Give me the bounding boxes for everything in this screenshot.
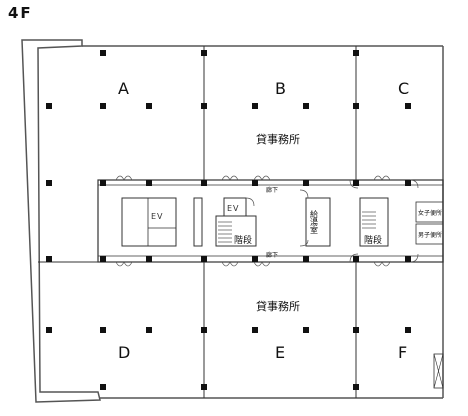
room-f-label: F [398,343,407,362]
doors-top [115,175,419,207]
columns [46,50,411,390]
kitchenette-label: 給湯室 [310,209,319,234]
stairs-left-steps [218,221,232,243]
stairs-right-steps [362,211,376,229]
elevator-label: EV [151,212,164,221]
stairs-right-label: 階段 [364,234,382,246]
elevator-shaft[interactable] [121,197,177,247]
kitchenette[interactable] [305,197,331,247]
mens-restroom-label: 男子便所 [418,231,442,239]
bottom-right-box [433,353,444,389]
corridor-label-top: 廊下 [266,186,278,194]
womens-restroom[interactable] [415,201,444,223]
womens-restroom-label: 女子便所 [418,209,442,217]
room-d-label: D [118,343,130,362]
room-a-label: A [118,79,129,98]
room-c-label: C [398,79,409,98]
small-elevator-label: EV [227,204,240,213]
outer-wall [21,39,101,403]
stairs-right[interactable] [359,197,389,247]
office-label-top: 貸事務所 [256,132,300,146]
office-label-bottom: 貸事務所 [256,299,300,313]
stairs-left-label: 階段 [234,234,252,246]
shaft [193,197,203,247]
doors-bottom [115,239,419,267]
stairs-left[interactable] [215,215,257,247]
floor-label: 4F [8,4,33,22]
corridor-label-bottom: 廊下 [266,251,278,259]
mens-restroom[interactable] [415,223,444,245]
room-e-label: E [275,343,285,362]
room-b-label: B [275,79,286,98]
